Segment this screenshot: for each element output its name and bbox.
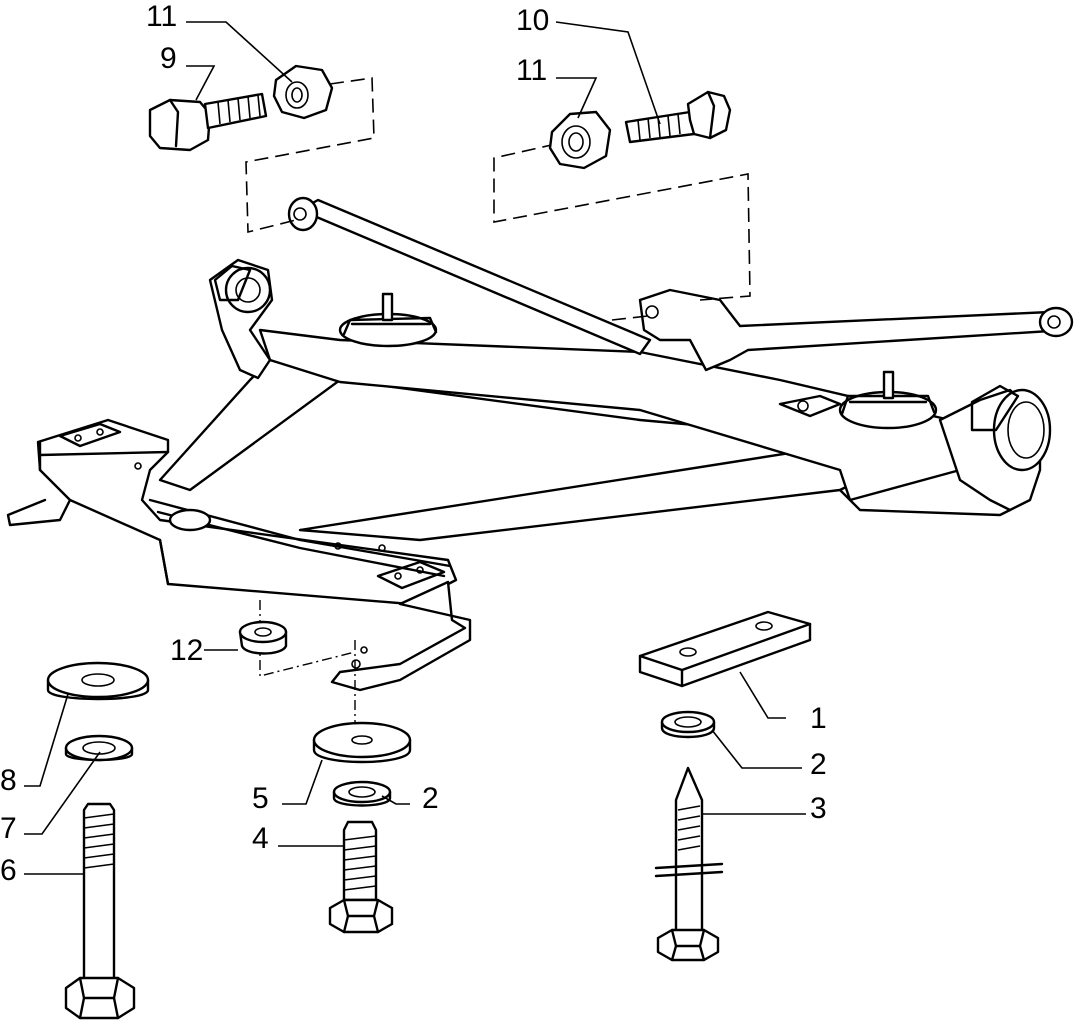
bolt-6: [64, 802, 136, 1020]
callout-2-middle: 2: [422, 782, 439, 815]
callout-9: 9: [160, 42, 177, 75]
bolt-9: [148, 92, 268, 152]
callout-8: 8: [0, 764, 17, 797]
bushing-12: [238, 620, 288, 655]
callout-7: 7: [0, 812, 17, 845]
plate-1: [638, 610, 812, 688]
assembly-lines: [245, 77, 751, 730]
callout-11-right: 11: [516, 54, 547, 87]
washer-2-right: [660, 710, 716, 739]
washer-5: [312, 721, 412, 764]
lock-washer-7: [64, 734, 134, 762]
callout-6: 6: [0, 854, 17, 887]
callout-4: 4: [252, 822, 269, 855]
nut-11-right: [548, 110, 612, 170]
stud-3: [654, 766, 724, 962]
callout-5: 5: [252, 782, 269, 815]
callout-1: 1: [810, 702, 827, 735]
rear-subframe-assembly: [6, 196, 1074, 692]
bolt-10: [624, 90, 732, 144]
callout-12: 12: [170, 634, 203, 667]
callout-10: 10: [516, 4, 549, 37]
callout-3: 3: [810, 792, 827, 825]
callout-labels: 11 9 10 11 12 1 2 3 5 2 4 8 7 6: [0, 0, 827, 887]
washer-2-middle: [332, 780, 392, 807]
washer-8: [46, 661, 150, 701]
callout-2-right: 2: [810, 748, 827, 781]
bolt-4: [328, 820, 394, 934]
callout-11-left: 11: [146, 0, 177, 33]
leader-lines: [24, 21, 806, 875]
